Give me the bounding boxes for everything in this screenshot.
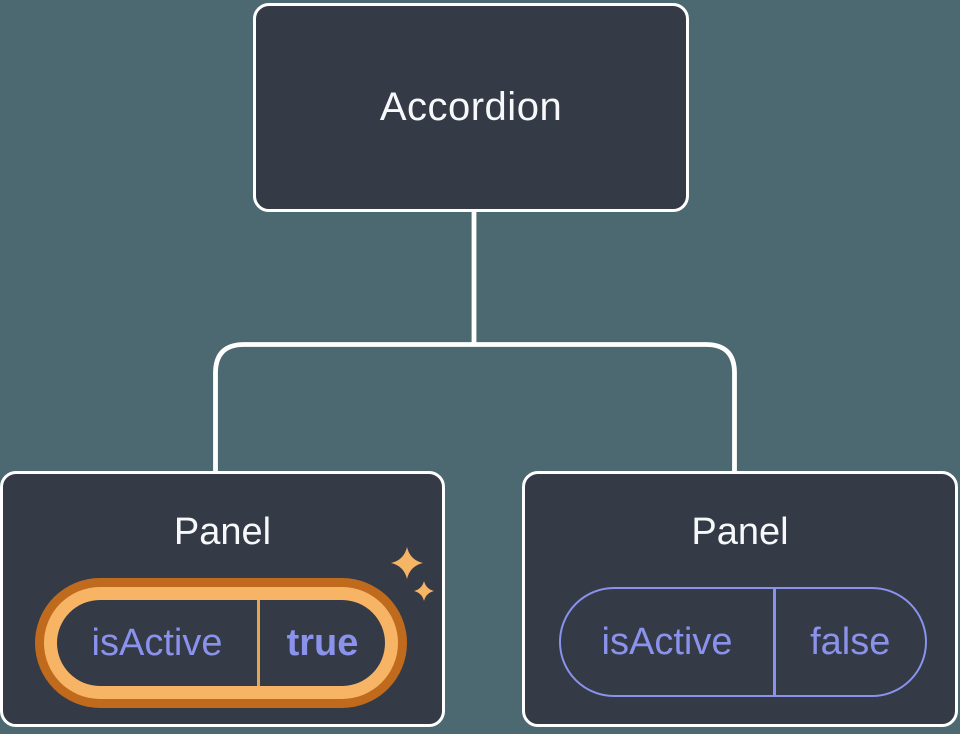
- state-pill-highlight-ring: isActive true: [35, 578, 407, 708]
- component-node-accordion: Accordion: [253, 3, 689, 212]
- connector-bracket: [213, 342, 737, 471]
- component-node-panel-inactive: Panel isActive false: [522, 471, 958, 727]
- state-pill-active: isActive true: [57, 600, 385, 686]
- state-key-label: isActive: [91, 621, 223, 664]
- state-pill-divider: [773, 589, 776, 695]
- state-value-label: false: [810, 620, 891, 663]
- component-node-panel-active: Panel isActive true: [0, 471, 445, 727]
- state-key-label: isActive: [601, 620, 733, 663]
- panel-title: Panel: [691, 511, 789, 553]
- panel-title: Panel: [173, 511, 272, 553]
- state-pill-highlight-ring-inner: isActive true: [44, 587, 398, 699]
- state-pill-divider: [257, 600, 260, 686]
- state-pill-inactive: isActive false: [559, 587, 927, 697]
- accordion-node-label: Accordion: [379, 85, 563, 129]
- state-value-label: true: [286, 621, 359, 664]
